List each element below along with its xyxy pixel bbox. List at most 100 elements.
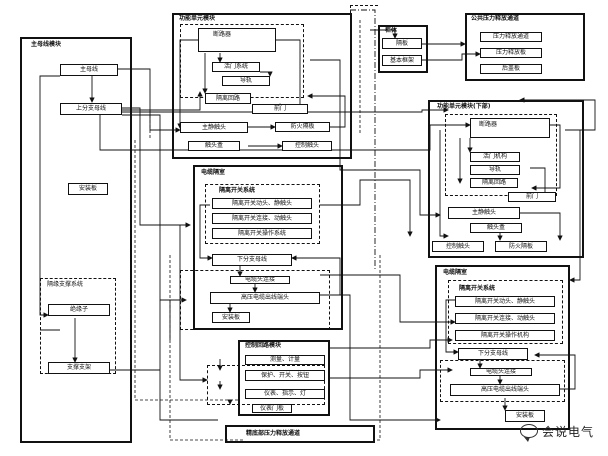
wire	[99, 115, 471, 151]
mounting-plate-right-box: 安装板	[505, 410, 545, 422]
bottom-channel-title: 精底部压力释放通道	[246, 430, 301, 437]
contact-box-lower-box: 触头盒	[470, 223, 522, 233]
iso-drive-right-box: 隔离开关操作机构	[455, 330, 555, 341]
rear-plate-box: 后盖板	[480, 64, 542, 74]
func-unit-lower-frame	[428, 100, 584, 258]
main-contact-lower-box: 主静触头	[448, 207, 520, 219]
watermark-text: 会说电气	[542, 424, 595, 439]
iso-mech-mid-box: 隔离开关连接、动触头	[212, 213, 312, 224]
iso-contact-mid-box: 隔离开关动头、静触头	[212, 198, 312, 209]
meter-door-box: 仪表门板	[252, 404, 292, 413]
pressure-plate-2-box: 压力释放板	[480, 48, 542, 58]
wire	[122, 91, 203, 111]
wire-dashed	[375, 255, 381, 441]
isolation-system-right-title: 隔离开关系统	[459, 285, 496, 292]
wire-dashed	[169, 255, 245, 441]
mounting-plate-left-box: 安装板	[68, 183, 108, 195]
wire	[260, 71, 273, 77]
isolation-system-mid-frame	[205, 184, 320, 244]
wire	[159, 300, 218, 421]
isolation-circuit-lower-box: 隔离回路	[470, 178, 518, 188]
partition-box: 隔板	[382, 38, 422, 49]
lower-branch-mid-box: 下分支母线	[212, 254, 292, 266]
wire	[330, 337, 453, 349]
pressure-channel-title: 公共压力释放通道	[471, 15, 520, 22]
wire	[320, 274, 456, 325]
main-bus-module-title: 主母线模块	[31, 41, 62, 48]
wire	[445, 299, 459, 355]
door-mech-lower-box: 活门机构	[470, 152, 520, 162]
func-unit-top-title: 功能单元模块	[179, 15, 216, 22]
front-door-top-box: 前门	[252, 104, 308, 114]
explosion-lower-box: 防火隔板	[495, 241, 547, 252]
breaker-top-box: 断路器	[198, 28, 276, 52]
mid-cable-dashed-outline	[180, 270, 330, 330]
wire	[530, 167, 548, 201]
watermark: 会说电气	[520, 420, 600, 442]
pressure-plate-1-box: 压力释放通道	[480, 32, 542, 42]
pressure-channel-frame	[465, 13, 585, 81]
cable-room-mid-title: 电缆隔室	[201, 169, 226, 176]
control-dashed-outline	[207, 365, 325, 405]
func-unit-top-frame	[172, 13, 352, 159]
control-loop-title: 控制回路模块	[245, 342, 282, 349]
cable-joint-mid-box: 电缆头连接	[230, 276, 290, 284]
guide-rail-box: 导轨	[222, 76, 270, 86]
control-contact-top-box: 控制触头	[282, 141, 332, 151]
mounting-plate-mid-box: 安装板	[212, 312, 250, 323]
cable-support-title: 隔缘支撑系统	[47, 281, 84, 288]
wire	[531, 124, 561, 191]
control-loop-frame	[238, 340, 330, 416]
hv-cable-right-box: 高压电缆出线端头	[450, 384, 560, 396]
isolation-circuit-top-box: 隔离回路	[205, 93, 251, 104]
iso-mech-right-box: 隔离开关连接、动触头	[455, 313, 555, 324]
body-title: 柜体	[385, 27, 398, 34]
base-frame-box: 基本框架	[382, 55, 422, 66]
upper-branch-bus-box: 上分支母线	[60, 103, 122, 115]
wire	[420, 51, 481, 61]
cable-room-right-frame	[435, 265, 570, 430]
isolation-system-right-frame	[448, 280, 563, 344]
wire	[534, 352, 576, 390]
measure-box: 测量、计量	[245, 355, 325, 365]
bottom-channel-frame	[225, 425, 375, 443]
door-system-box: 活门系统	[212, 62, 260, 72]
lower-branch-right-box: 下分支母线	[458, 348, 528, 360]
breaker-lower-box: 断路器	[470, 118, 550, 138]
contact-box-top-box: 触头盒	[188, 141, 240, 151]
guide-lower-box: 导轨	[470, 165, 520, 175]
hv-cable-mid-box: 高压电缆出线端头	[210, 292, 320, 304]
right-cable-dashed-outline	[440, 360, 565, 402]
iso-contact-right-box: 隔离开关动头、静触头	[455, 296, 555, 307]
isolation-system-mid-title: 隔离开关系统	[219, 187, 256, 194]
wire	[310, 59, 441, 218]
wire	[118, 68, 181, 133]
wire	[565, 129, 581, 283]
wire-dashed	[134, 140, 240, 401]
wire	[291, 255, 341, 296]
cable-support-frame	[40, 278, 116, 374]
wire	[439, 130, 449, 239]
control-contact-lower-box: 控制触头	[432, 241, 484, 252]
chat-bubble-icon	[520, 424, 538, 442]
wire	[340, 294, 441, 423]
body-frame	[378, 25, 428, 73]
cable-room-right-title: 电缆隔室	[443, 269, 468, 276]
func-unit-lower-inner	[445, 114, 557, 196]
main-contact-top-box: 主静触头	[180, 122, 248, 133]
wire	[307, 93, 346, 128]
wire	[320, 179, 413, 237]
insulator-box: 绝缘子	[48, 304, 110, 316]
wire	[330, 367, 453, 379]
front-door-lower-box: 前门	[508, 192, 556, 202]
main-busbar-box: 主母线	[60, 64, 118, 76]
wire	[520, 212, 563, 241]
func-unit-lower-title: 功能单元模块(下部)	[437, 103, 491, 110]
dash-dot-outline	[350, 5, 378, 25]
wire	[350, 9, 376, 270]
wire	[39, 75, 60, 318]
support-frame-box: 支撑支架	[48, 362, 110, 374]
main-bus-module	[20, 37, 132, 443]
